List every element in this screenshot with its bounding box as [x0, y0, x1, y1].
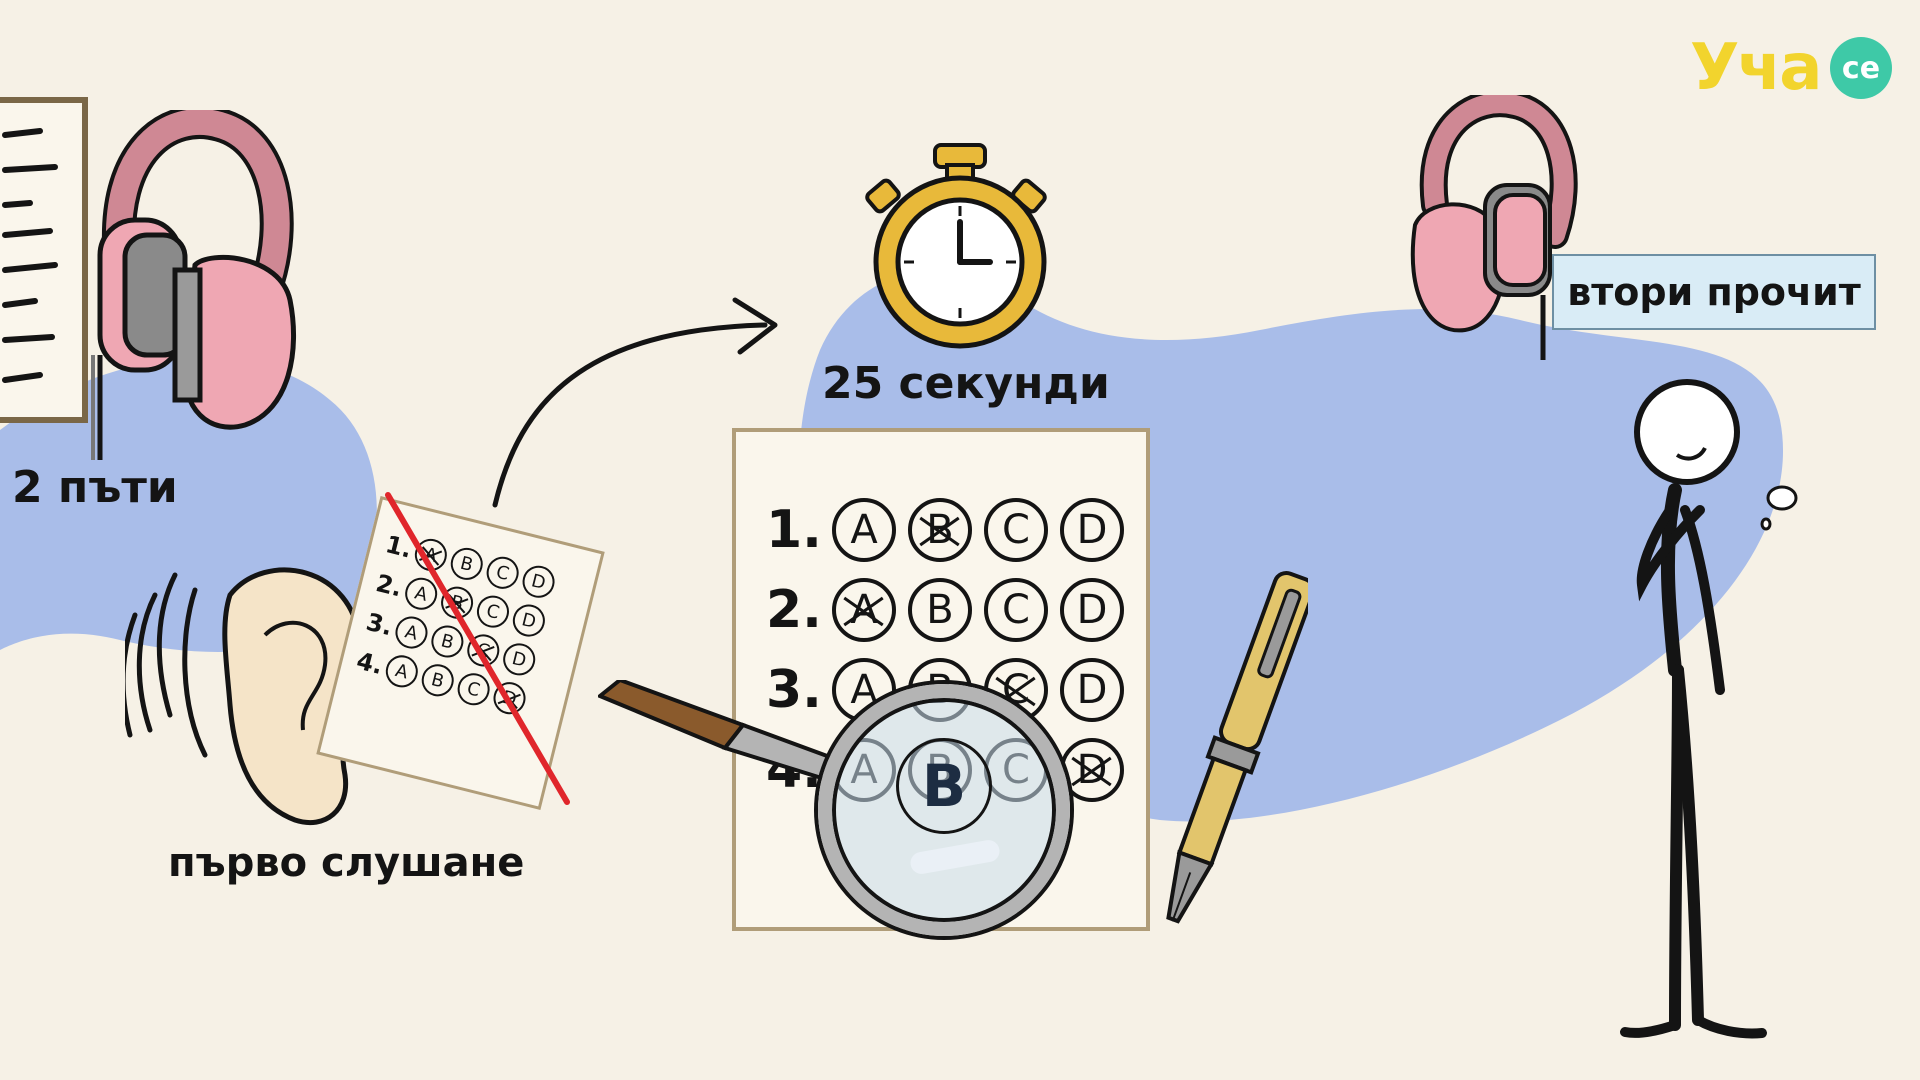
fountain-pen-icon	[1166, 570, 1308, 924]
stopwatch-icon	[865, 143, 1047, 349]
notebook-icon	[0, 97, 88, 423]
times-label: 2 пъти	[12, 462, 178, 513]
logo-text: Уча	[1690, 31, 1822, 105]
option-bubble: B	[908, 578, 972, 642]
option-bubble: B	[908, 498, 972, 562]
stick-figure	[1620, 379, 1767, 1039]
headphones-icon	[1410, 95, 1578, 360]
ear-icon	[125, 567, 363, 826]
thought-bubble-icon	[1760, 485, 1798, 531]
second-reading-tag: втори прочит	[1552, 254, 1876, 330]
option-bubble: D	[1060, 498, 1124, 562]
option-bubble: C	[984, 498, 1048, 562]
lens-glare	[908, 838, 1002, 876]
option-bubble: D	[1060, 578, 1124, 642]
first-listen-label: първо слушане	[168, 840, 525, 886]
option-bubble: A	[832, 578, 896, 642]
option-bubble: D	[1060, 658, 1124, 722]
red-strike	[385, 492, 570, 805]
headphones-icon	[91, 110, 297, 460]
arrow-icon	[492, 297, 778, 508]
option-bubble: C	[984, 578, 1048, 642]
option-bubble: A	[832, 498, 896, 562]
seconds-label: 25 секунди	[822, 358, 1110, 409]
question-number: 3.	[766, 660, 822, 720]
logo: Уча се	[1690, 25, 1900, 115]
option-bubble: D	[1060, 738, 1124, 802]
logo-badge: се	[1830, 37, 1892, 99]
magnified-letter: B	[896, 738, 992, 834]
second-reading-label: втори прочит	[1567, 270, 1861, 314]
question-number: 1.	[766, 500, 822, 560]
question-number: 2.	[766, 580, 822, 640]
magnifier-lens: B	[818, 684, 1070, 936]
